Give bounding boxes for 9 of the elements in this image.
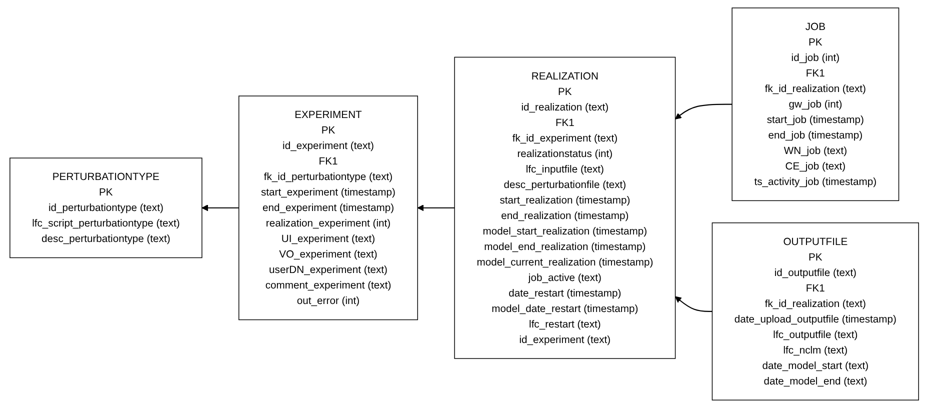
- arrow: [674, 296, 712, 312]
- arrow: [674, 104, 732, 120]
- node-box: OUTPUTFILE PK id_outputfile (text) FK1 fk_id_realization (text) date_upload_outputfile (timestamp) lfc_outputfile (text) lfc_nclm (text) date_model_start (text) date_model_end (text): [712, 222, 919, 400]
- node-box: JOB PK id_job (int) FK1 fk_id_realization (text) gw_job (int) start_job (timestamp) end_job (timestamp) WN_job (text) CE_job (text) ts_activity_job (timestamp): [731, 8, 899, 202]
- node-box: EXPERIMENT PK id_experiment (text) FK1 fk_id_perturbationtype (text) start_experiment (timestamp) end_experiment (timestamp) realization_experiment (int) UI_experiment (text) VO_experiment (text) userDN_experiment (text) comment_experiment (text) out_error (int): [238, 96, 418, 320]
- node-box: PERTURBATIONTYPE PK id_perturbationtype (text) lfc_script_perturbationtype (text) desc_perturbationtype (text): [9, 158, 202, 258]
- arrow: [201, 204, 239, 212]
- arrow: [417, 204, 454, 212]
- node-box: REALIZATION PK id_realization (text) FK1 fk_id_experiment (text) realizationstatus (int) lfc_inputfile (text) desc_perturbationfile (text) start_realization (timestamp) end_realization (timestamp) model_start_realization (timestamp) model_end_realization (timestamp) model_current_realization (timestamp) job_active (text) date_restart (timestamp) model_date_restart (timestamp) lfc_restart (text) id_experiment (text): [454, 56, 676, 359]
